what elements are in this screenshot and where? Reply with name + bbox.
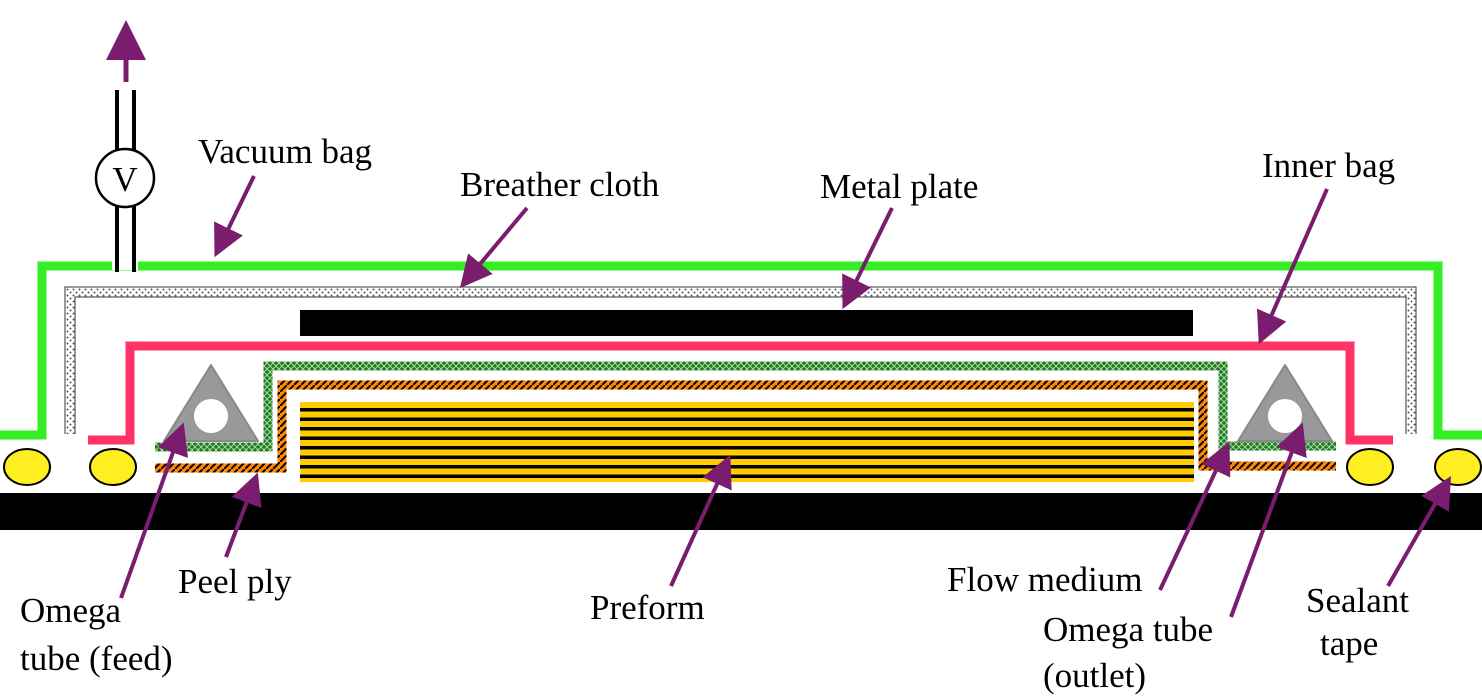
label-omega-feed-1: Omega — [20, 591, 122, 630]
omega-tube-feed — [163, 364, 259, 442]
vacuum-bag-pointer — [214, 175, 256, 258]
vacuum-line: V — [94, 20, 156, 272]
label-omega-outlet-1: Omega tube — [1043, 610, 1213, 649]
label-flow-medium: Flow medium — [947, 560, 1142, 599]
preform-pointer — [669, 454, 732, 587]
tool-plate — [0, 493, 1482, 530]
sealant-bead-inner-right — [1346, 448, 1394, 486]
preform-body — [300, 402, 1194, 482]
breather-cloth — [65, 287, 1416, 434]
omega-outlet-pointer — [1229, 422, 1307, 618]
flow-medium — [155, 361, 1336, 452]
label-vacuum-bag: Vacuum bag — [198, 132, 372, 171]
breather-cloth-pointer — [459, 206, 529, 289]
valve-icon — [94, 147, 156, 209]
label-omega-feed-2: tube (feed) — [20, 639, 173, 678]
metal-plate — [300, 310, 1193, 336]
preform — [300, 402, 1194, 482]
omega-tube-outlet — [1237, 364, 1333, 442]
vacuum-bag — [0, 261, 1482, 440]
label-sealant-1: Sealant — [1306, 581, 1409, 620]
sealant-bead-outer-left — [3, 448, 51, 486]
label-preform: Preform — [590, 588, 705, 627]
preform-ply-line — [300, 408, 1194, 412]
label-metal-plate: Metal plate — [820, 167, 978, 206]
peel-ply-pointer — [224, 472, 262, 558]
label-breather-cloth: Breather cloth — [460, 165, 660, 204]
preform-ply-line — [300, 455, 1194, 459]
preform-ply-line — [300, 436, 1194, 440]
label-omega-outlet-2: (outlet) — [1043, 656, 1146, 695]
pointer-arrows — [119, 175, 1451, 618]
preform-ply-line — [300, 446, 1194, 450]
sealant-bead-outer-right — [1434, 448, 1482, 486]
omega-feed-pointer — [119, 422, 188, 599]
label-inner-bag: Inner bag — [1262, 146, 1395, 185]
preform-ply-line — [300, 427, 1194, 431]
inner-bag-pointer — [1257, 188, 1329, 345]
valve-label: V — [112, 160, 137, 199]
sealant-tape-pointer — [1386, 476, 1451, 587]
labels: Vacuum bag Breather cloth Metal plate In… — [20, 132, 1409, 695]
metal-plate-pointer — [842, 207, 894, 310]
sealant-tape-group — [3, 448, 1482, 486]
preform-ply-line — [300, 417, 1194, 421]
label-sealant-2: tape — [1320, 624, 1378, 663]
flow-medium-pointer — [1158, 441, 1231, 591]
preform-ply-line — [300, 474, 1194, 478]
inner-bag — [88, 341, 1393, 445]
preform-ply-line — [300, 465, 1194, 469]
label-peel-ply: Peel ply — [178, 562, 292, 601]
sealant-bead-inner-left — [89, 448, 137, 486]
